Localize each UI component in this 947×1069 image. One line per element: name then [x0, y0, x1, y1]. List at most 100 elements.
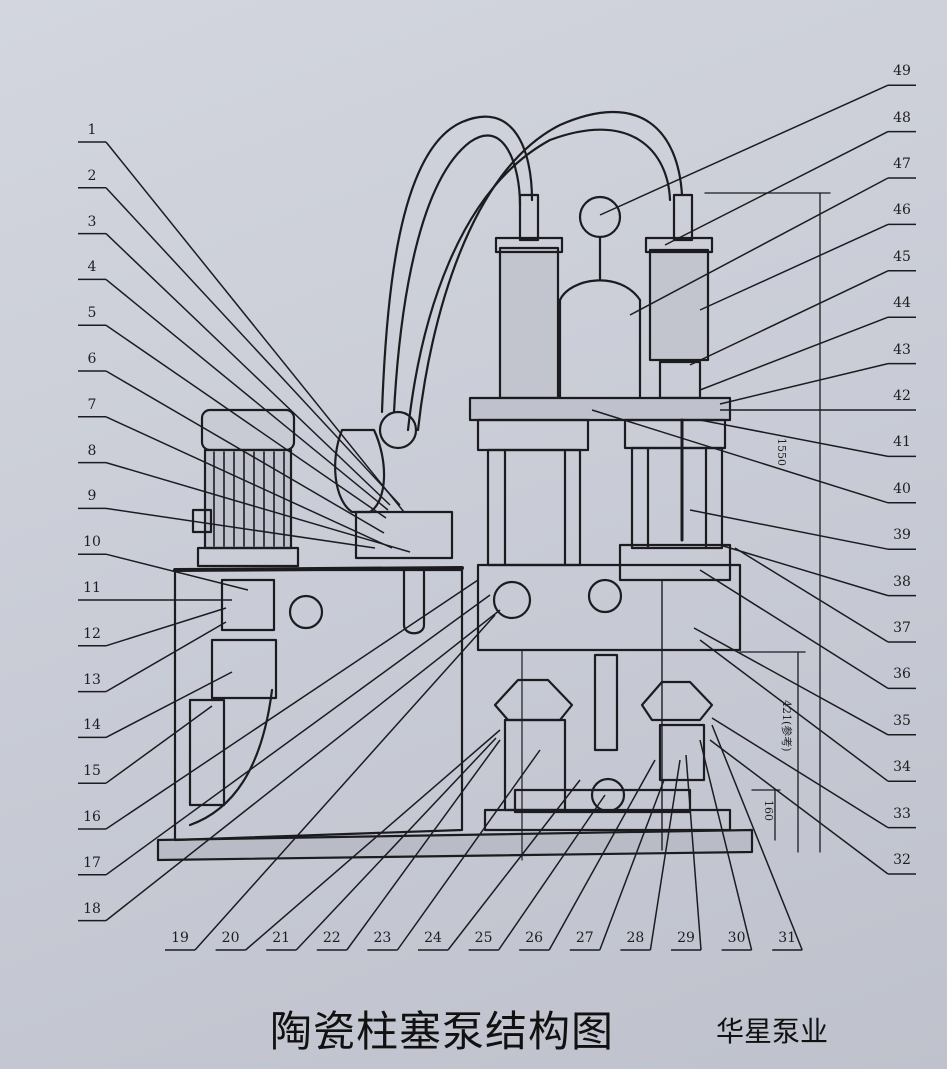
- callout-15: 15: [83, 763, 101, 780]
- leader-line-6: [105, 370, 385, 534]
- leader-line-47: [629, 177, 889, 316]
- leader-line-36: [699, 569, 889, 690]
- callout-14: 14: [83, 717, 101, 734]
- callout-39: 39: [893, 527, 911, 544]
- motor-head: [200, 408, 296, 452]
- leader-line-2: [105, 187, 401, 506]
- left-gauge: [378, 410, 418, 450]
- callout-22: 22: [322, 930, 341, 946]
- motor-body: [203, 448, 293, 550]
- leader-line-46: [699, 223, 889, 311]
- leader-line-10: [105, 553, 249, 591]
- callout-11: 11: [83, 580, 101, 596]
- leader-line-44: [699, 316, 889, 391]
- callout-42: 42: [893, 388, 911, 404]
- right-fitting: [672, 193, 694, 242]
- brand-name: 华星泵业: [716, 1015, 829, 1048]
- leader-line-13: [105, 621, 227, 693]
- leader-line-43: [719, 362, 889, 405]
- leader-line-33: [711, 717, 889, 829]
- suction-line: [513, 788, 692, 814]
- leader-line-22: [346, 739, 501, 951]
- leader-line-38: [719, 544, 889, 597]
- leader-line-37: [734, 547, 889, 643]
- leader-line-12: [105, 607, 227, 647]
- callout-30: 30: [727, 930, 746, 946]
- pedestal: [483, 808, 732, 832]
- leader-line-30: [699, 739, 753, 951]
- leader-line-9: [105, 507, 376, 549]
- callout-4: 4: [87, 259, 97, 276]
- sight-glass: [288, 594, 324, 630]
- leader-line-1: [105, 141, 405, 513]
- right-column: [630, 446, 724, 550]
- leader-line-19: [194, 614, 496, 951]
- callout-44: 44: [893, 295, 911, 312]
- center-shaft: [593, 653, 619, 752]
- callout-7: 7: [87, 396, 97, 413]
- leader-line-25: [497, 794, 606, 951]
- callout-40: 40: [893, 480, 911, 497]
- leader-line-49: [599, 84, 889, 216]
- tank-top: [173, 566, 464, 572]
- leader-line-18: [105, 609, 501, 922]
- leader-line-27: [599, 779, 665, 951]
- callout-8: 8: [87, 442, 97, 459]
- hose-c: [416, 110, 684, 432]
- callout-19: 19: [171, 930, 189, 946]
- leader-line-14: [105, 671, 233, 739]
- leader-line-21: [295, 737, 497, 951]
- callout-38: 38: [893, 573, 911, 590]
- hose-a: [380, 115, 534, 414]
- leader-line-31: [711, 724, 803, 951]
- leader-line-16: [105, 579, 479, 830]
- callout-9: 9: [87, 488, 97, 505]
- callout-21: 21: [272, 930, 291, 946]
- left-crosshead: [493, 678, 574, 722]
- leader-line-32: [709, 739, 889, 875]
- callout-37: 37: [893, 620, 911, 636]
- leader-line-35: [693, 627, 889, 736]
- callout-18: 18: [83, 900, 101, 917]
- leader-line-17: [105, 594, 491, 876]
- right-valve-body: [623, 418, 727, 450]
- leader-line-4: [105, 278, 389, 511]
- leader-line-29: [685, 754, 702, 951]
- leader-line-8: [105, 461, 411, 553]
- leader-line-15: [105, 705, 213, 784]
- leader-line-23: [396, 749, 541, 951]
- left-cylinder-cap: [494, 236, 564, 254]
- callout-5: 5: [87, 305, 97, 322]
- leader-line-34: [699, 639, 889, 782]
- callout-48: 48: [893, 109, 911, 126]
- callout-20: 20: [221, 930, 240, 946]
- callout-41: 41: [893, 434, 911, 451]
- callout-46: 46: [893, 202, 911, 219]
- leader-line-26: [548, 759, 656, 951]
- tank-curve: [188, 688, 274, 827]
- callout-23: 23: [373, 930, 392, 946]
- dimension-421: 421(参考): [780, 700, 793, 752]
- left-column: [486, 448, 582, 567]
- hose-b: [392, 134, 522, 414]
- dimension-1550: 1550: [775, 438, 788, 466]
- valve-block: [354, 510, 454, 560]
- left-fitting: [518, 193, 540, 242]
- spring-seat: [658, 360, 702, 400]
- callout-49: 49: [893, 63, 911, 80]
- leader-line-3: [105, 233, 391, 506]
- callout-12: 12: [83, 625, 101, 642]
- right-gear: [658, 723, 706, 782]
- lower-body: [476, 563, 742, 652]
- callout-6: 6: [87, 351, 97, 367]
- top-gauge: [578, 195, 622, 239]
- base-plate: [156, 828, 754, 862]
- diagram-caption: 陶瓷柱塞泵结构图: [270, 1007, 615, 1056]
- callout-31: 31: [778, 930, 797, 946]
- callout-29: 29: [677, 930, 695, 946]
- dimension-160: 160: [762, 800, 775, 821]
- callout-1: 1: [87, 122, 97, 138]
- leader-line-5: [105, 324, 387, 519]
